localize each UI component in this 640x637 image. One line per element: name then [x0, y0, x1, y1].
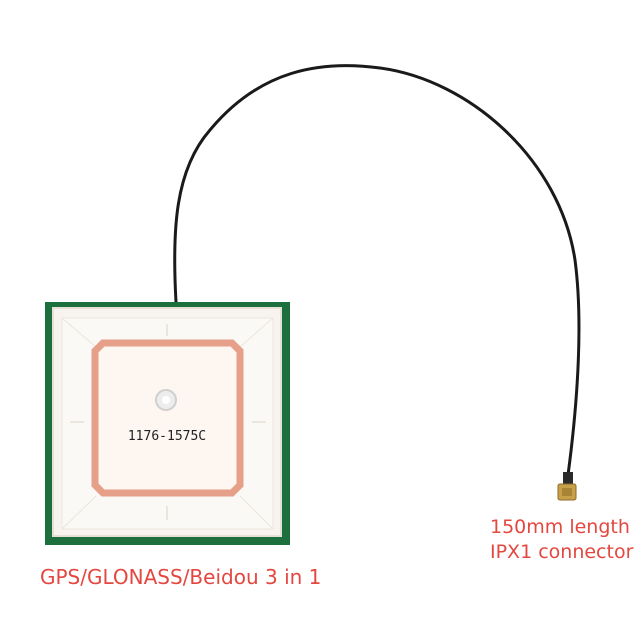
caption-cable-length: 150mm length	[490, 516, 630, 538]
antenna-module	[45, 302, 290, 545]
caption-connector: IPX1 connector	[490, 541, 634, 563]
ipx-connector	[557, 472, 577, 501]
copper-patch	[91, 339, 244, 497]
chip-marking: 1176-1575C	[128, 429, 206, 444]
coax-cable	[173, 64, 581, 477]
caption-gnss: GPS/GLONASS/Beidou 3 in 1	[40, 565, 322, 589]
caption-cable: 150mm length IPX1 connector	[490, 515, 633, 565]
